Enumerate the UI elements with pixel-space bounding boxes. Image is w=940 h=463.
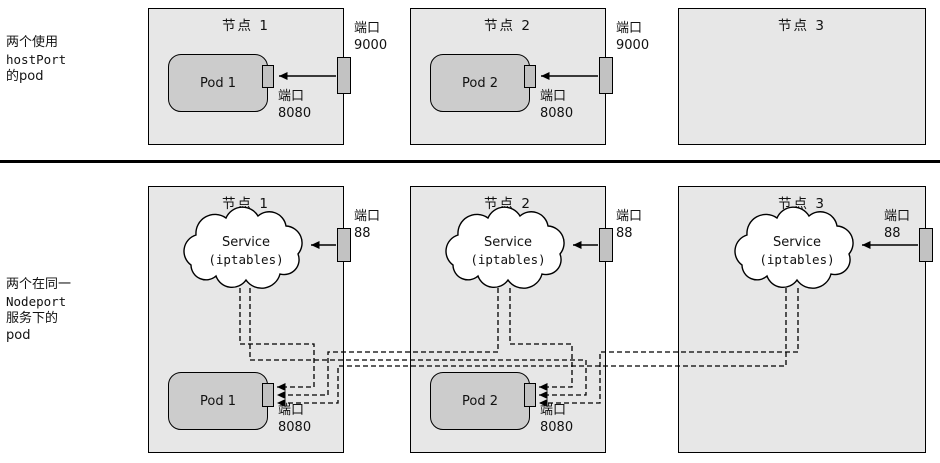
service-cloud-label-1: Service (iptables): [176, 234, 316, 268]
pod-label: Pod 1: [200, 75, 236, 91]
dashed-connection-s2-p2: [509, 288, 573, 391]
node1-nodeport-connector: [337, 228, 351, 262]
port-label-line: 端口: [616, 209, 643, 224]
port-label-8080: 端口 8080: [278, 402, 311, 436]
port-label-line: 端口: [354, 209, 381, 224]
pod-label: Pod 2: [462, 75, 498, 91]
port-label-line: 端口: [354, 21, 381, 36]
dashed-connection-s2-p1: [277, 288, 499, 399]
node-title: 节点 3: [778, 18, 826, 34]
service-cloud-label-3: Service (iptables): [727, 234, 867, 268]
top-node-3-box: 节点 3: [678, 8, 926, 145]
caption-line: 的pod: [6, 69, 44, 84]
port-label-9000: 端口 9000: [354, 20, 387, 54]
port-label-line: 端口: [884, 209, 911, 224]
section-divider: [0, 160, 940, 163]
port-label-line: 88: [884, 226, 901, 241]
service-label: Service: [772, 235, 822, 250]
pod1-box-top: Pod 1: [168, 54, 268, 112]
port-label-line: 8080: [540, 106, 574, 121]
service-label: Service: [483, 235, 533, 250]
port-label-line: 端口: [540, 403, 567, 418]
caption-line-code: Nodeport: [6, 294, 67, 309]
pod1-box-bottom: Pod 1: [168, 372, 268, 430]
caption-nodeport: 两个在同一 Nodeport 服务下的 pod: [6, 276, 71, 344]
service-detail-label: (iptables): [208, 252, 284, 267]
port-label-line: 9000: [616, 38, 650, 53]
service-detail-label: (iptables): [470, 252, 546, 267]
pod1-port-connector-bottom: [262, 383, 274, 407]
port-label-88: 端口 88: [616, 208, 642, 242]
pod1-port-connector-top: [262, 65, 274, 88]
caption-line: 服务下的: [6, 311, 59, 326]
port-label-line: 8080: [278, 420, 312, 435]
port-label-line: 端口: [278, 89, 305, 104]
pod2-box-top: Pod 2: [430, 54, 530, 112]
caption-line: 两个在同一: [6, 277, 72, 292]
port-label-line: 8080: [540, 420, 574, 435]
pod2-box-bottom: Pod 2: [430, 372, 530, 430]
caption-line-code: hostPort: [6, 52, 67, 67]
port-label-8080: 端口 8080: [540, 88, 573, 122]
node-title: 节点 2: [484, 18, 532, 34]
node3-nodeport-connector: [919, 228, 933, 262]
dashed-connection-s3-p1: [277, 288, 787, 407]
pod2-port-connector-bottom: [524, 383, 536, 407]
port-label-9000: 端口 9000: [616, 20, 649, 54]
node2-nodeport-connector: [599, 228, 613, 262]
port-label-line: 端口: [540, 89, 567, 104]
caption-line: pod: [6, 328, 31, 343]
pod2-port-connector-top: [524, 65, 536, 88]
port-label-line: 88: [354, 226, 371, 241]
port-label-88: 端口 88: [884, 208, 910, 242]
port-label-line: 8080: [278, 106, 312, 121]
dashed-connection-s3-p2: [539, 288, 799, 407]
port-label-8080: 端口 8080: [540, 402, 573, 436]
node-title: 节点 2: [484, 196, 532, 212]
dashed-connection-s1-p1: [239, 288, 315, 391]
port-label-88: 端口 88: [354, 208, 380, 242]
caption-hostport: 两个使用 hostPort 的pod: [6, 34, 66, 85]
node-title: 节点 1: [222, 196, 270, 212]
dashed-connection-s1-p2: [249, 288, 587, 399]
pod-label: Pod 2: [462, 393, 498, 409]
node1-hostport-connector: [337, 57, 351, 94]
node2-hostport-connector: [599, 57, 613, 94]
port-label-line: 9000: [354, 38, 388, 53]
pod-label: Pod 1: [200, 393, 236, 409]
service-label: Service: [221, 235, 271, 250]
node-title: 节点 1: [222, 18, 270, 34]
service-cloud-label-2: Service (iptables): [438, 234, 578, 268]
caption-line: 两个使用: [6, 35, 59, 50]
port-label-8080: 端口 8080: [278, 88, 311, 122]
port-label-line: 端口: [278, 403, 305, 418]
service-detail-label: (iptables): [759, 252, 835, 267]
port-label-line: 端口: [616, 21, 643, 36]
port-label-line: 88: [616, 226, 633, 241]
